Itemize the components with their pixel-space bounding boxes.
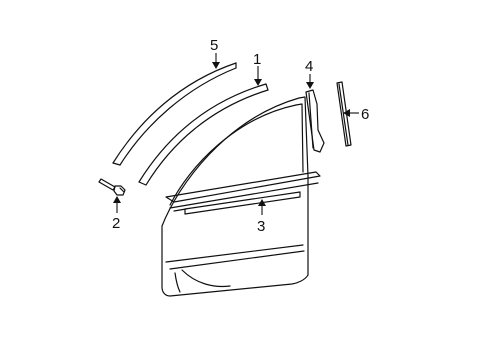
leader-1 — [254, 66, 262, 86]
leader-3 — [258, 199, 266, 215]
part-6-pillar-molding — [336, 81, 352, 147]
callout-3: 3 — [257, 218, 265, 235]
callout-6: 6 — [361, 106, 369, 123]
part-2-clip — [98, 178, 126, 196]
callout-4: 4 — [305, 58, 313, 75]
callout-1: 1 — [253, 51, 261, 68]
leader-6 — [343, 109, 359, 117]
part-4-pillar-garnish — [305, 89, 325, 153]
leader-2 — [113, 196, 121, 213]
part-1-frame-molding — [138, 83, 269, 186]
callout-2: 2 — [112, 215, 120, 232]
part-3-door — [161, 96, 321, 297]
leader-5 — [212, 53, 220, 69]
leader-4 — [306, 74, 314, 89]
part-5-roof-molding — [112, 62, 237, 166]
callout-5: 5 — [210, 37, 218, 54]
